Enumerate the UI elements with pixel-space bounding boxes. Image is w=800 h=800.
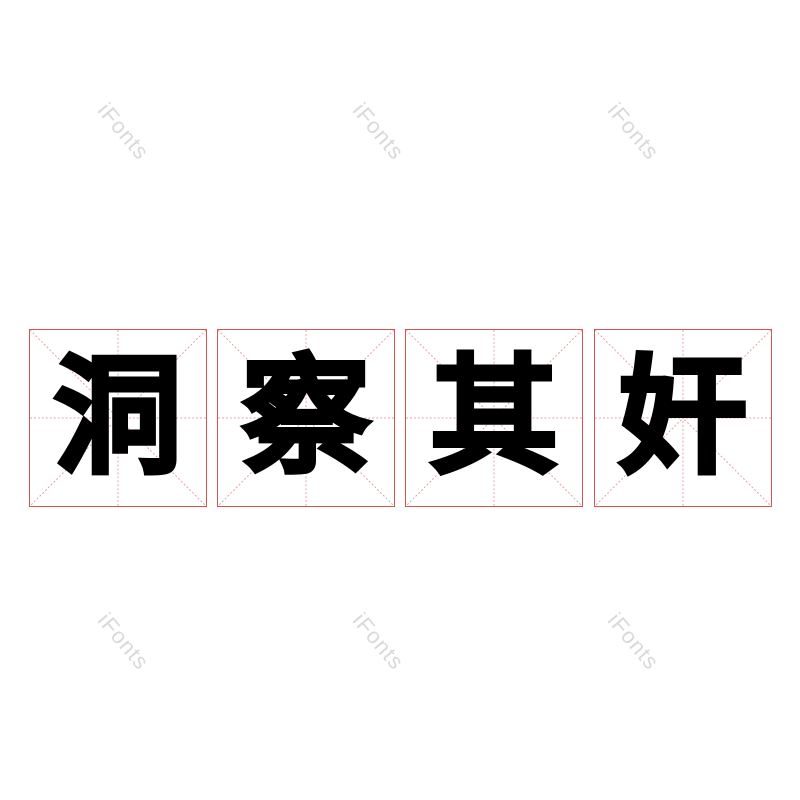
tian-zi-grid-icon	[30, 330, 206, 506]
watermark-bottom-center: iFonts	[347, 608, 410, 675]
tian-zi-grid-icon	[406, 330, 582, 506]
tian-zi-grid-icon	[218, 330, 394, 506]
watermark-bottom-right: iFonts	[602, 608, 665, 675]
character-box-3: 其	[405, 329, 583, 507]
character-glyph: 察	[240, 343, 372, 492]
character-box-2: 察	[217, 329, 395, 507]
character-box-4: 奸	[594, 329, 772, 507]
watermark-top-center: iFonts	[347, 98, 410, 165]
watermark-top-right: iFonts	[602, 98, 665, 165]
character-box-1: 洞	[29, 329, 207, 507]
watermark-top-left: iFonts	[92, 98, 155, 165]
tian-zi-grid-icon	[595, 330, 771, 506]
character-glyph: 奸	[617, 343, 749, 492]
character-glyph: 洞	[52, 343, 184, 492]
watermark-bottom-left: iFonts	[92, 608, 155, 675]
character-glyph: 其	[428, 343, 560, 492]
